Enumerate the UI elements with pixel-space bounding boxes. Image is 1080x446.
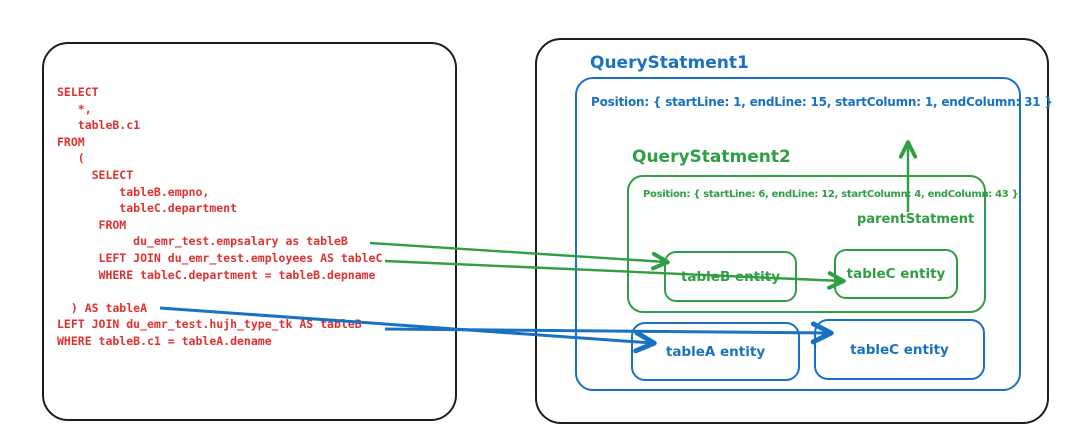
- parent-statement-label: parentStatment: [857, 212, 975, 227]
- tableB-entity-box: tableB entity: [664, 251, 797, 302]
- tableC-entity-label-outer: tableC entity: [850, 341, 949, 358]
- query-statement-1-box: Position: { startLine: 1, endLine: 15, s…: [575, 77, 1053, 391]
- tableA-entity-label: tableA entity: [665, 343, 766, 360]
- tableC-entity-box-outer: tableC entity: [814, 319, 985, 380]
- query-statement-2-position: Position: { startLine: 6, endLine: 12, s…: [643, 189, 1019, 200]
- query-statement-1-title: QueryStatment1: [590, 53, 749, 73]
- tableA-entity-box: tableA entity: [631, 322, 800, 381]
- tableB-entity-label: tableB entity: [680, 268, 781, 285]
- sql-code: SELECT *, tableB.c1 FROM ( SELECT tableB…: [57, 85, 383, 348]
- query-statement-1-position: Position: { startLine: 1, endLine: 15, s…: [591, 95, 1053, 109]
- query-statement-panel: QueryStatment1 Position: { startLine: 1,…: [535, 38, 1053, 424]
- query-statement-2-box: Position: { startLine: 6, endLine: 12, s…: [627, 175, 1019, 313]
- tableC-entity-label-inner: tableC entity: [846, 266, 946, 282]
- tableC-entity-box-inner: tableC entity: [834, 249, 958, 299]
- sql-code-panel: SELECT *, tableB.c1 FROM ( SELECT tableB…: [42, 42, 457, 421]
- query-statement-2-title: QueryStatment2: [632, 147, 791, 167]
